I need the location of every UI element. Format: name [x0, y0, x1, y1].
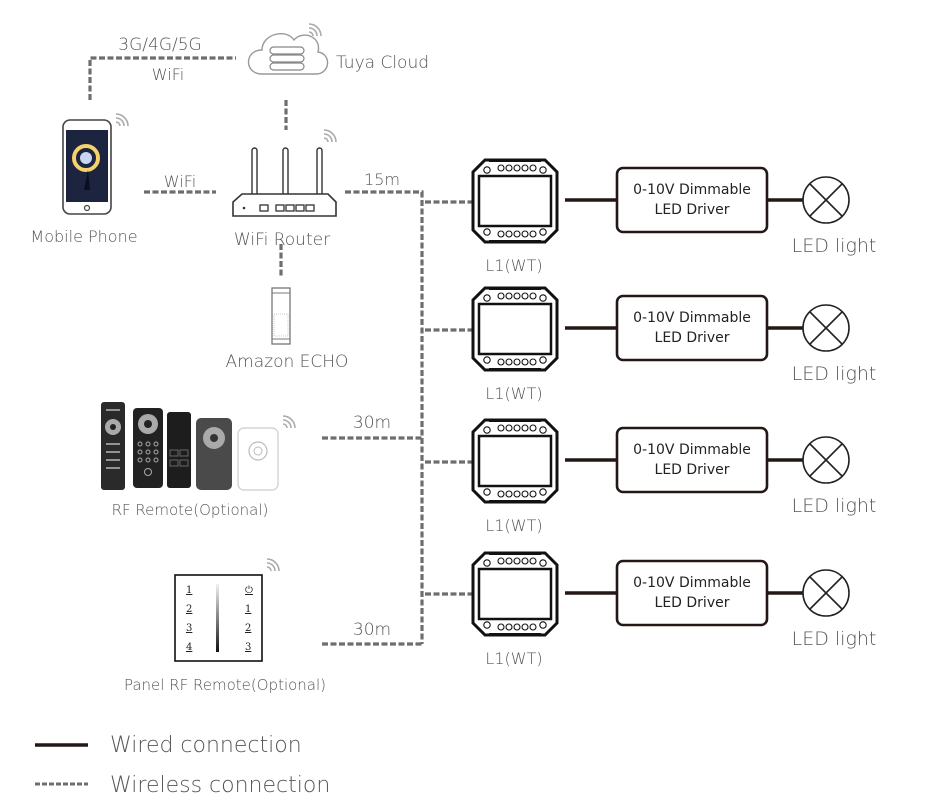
- wireless-links: [88, 56, 474, 646]
- label-phone-cloud-wifi: WiFi: [152, 65, 184, 84]
- led-driver-box: [615, 294, 769, 362]
- led-driver-label: 0-10V Dimmable: [633, 442, 751, 458]
- panel-key-right-3[interactable]: 3: [245, 642, 251, 653]
- led-light-label: LED light: [792, 628, 877, 650]
- rf-remotes-icon: [101, 402, 296, 491]
- controller-module-icon: [471, 157, 559, 245]
- led-light-label: LED light: [792, 495, 877, 517]
- label-distance-30m-panel: 30m: [353, 620, 391, 640]
- rf-remote-label: RF Remote(Optional): [112, 501, 269, 519]
- controller-label: L1(WT): [485, 649, 542, 668]
- panel-key-left-3[interactable]: 3: [186, 623, 192, 634]
- panel-key-right-2[interactable]: 2: [245, 623, 251, 634]
- led-driver-box: [615, 559, 769, 627]
- link-router-bus: [345, 190, 424, 644]
- controller-label: L1(WT): [485, 516, 542, 535]
- led-light-icon: [802, 569, 850, 617]
- cloud-label: Tuya Cloud: [336, 53, 429, 73]
- led-driver-label: LED Driver: [655, 595, 730, 611]
- panel-remote-label: Panel RF Remote(Optional): [124, 676, 326, 694]
- panel-key-left-4[interactable]: 4: [186, 642, 192, 653]
- panel-key-left-2[interactable]: 2: [186, 604, 192, 615]
- label-3g-4g-5g: 3G/4G/5G: [118, 35, 201, 55]
- legend-wired-label: Wired connection: [110, 733, 302, 758]
- controller-module-icon: [471, 285, 559, 373]
- led-driver-box: [615, 166, 769, 234]
- phone-label: Mobile Phone: [30, 227, 137, 246]
- led-light-icon: [802, 176, 850, 224]
- controller-label: L1(WT): [485, 256, 542, 275]
- legend: Wired connection Wireless connection: [35, 733, 330, 798]
- label-distance-15m: 15m: [364, 170, 400, 189]
- panel-keys: 1 2 3 4 ⏻ 1 2 3: [186, 585, 253, 653]
- led-light-label: LED light: [792, 363, 877, 385]
- led-light-icon: [802, 304, 850, 352]
- led-driver-box: [615, 426, 769, 494]
- wall-panel-icon: [174, 558, 280, 662]
- led-driver-label: 0-10V Dimmable: [633, 310, 751, 326]
- smart-speaker-icon: [271, 287, 291, 345]
- label-phone-router-wifi: WiFi: [164, 172, 196, 191]
- link-phone-cloud: [88, 56, 236, 100]
- label-distance-30m-rf: 30m: [353, 413, 391, 433]
- led-light-icon: [802, 436, 850, 484]
- controller-label: L1(WT): [485, 384, 542, 403]
- cloud-server-icon: [247, 23, 329, 75]
- panel-key-left-1[interactable]: 1: [186, 585, 192, 596]
- led-light-label: LED light: [792, 235, 877, 257]
- smartphone-icon: [62, 113, 129, 215]
- controller-module-icon: [471, 417, 559, 505]
- router-icon: [232, 129, 337, 217]
- panel-key-right-1[interactable]: 1: [245, 604, 251, 615]
- led-driver-label: LED Driver: [655, 462, 730, 478]
- controller-module-icon: [471, 550, 559, 638]
- legend-wireless-label: Wireless connection: [110, 773, 330, 798]
- panel-key-power[interactable]: ⏻: [245, 585, 253, 596]
- led-driver-label: LED Driver: [655, 330, 730, 346]
- router-label: WiFi Router: [234, 230, 330, 250]
- echo-label: Amazon ECHO: [226, 352, 349, 372]
- led-driver-label: 0-10V Dimmable: [633, 182, 751, 198]
- led-driver-label: 0-10V Dimmable: [633, 575, 751, 591]
- led-driver-label: LED Driver: [655, 202, 730, 218]
